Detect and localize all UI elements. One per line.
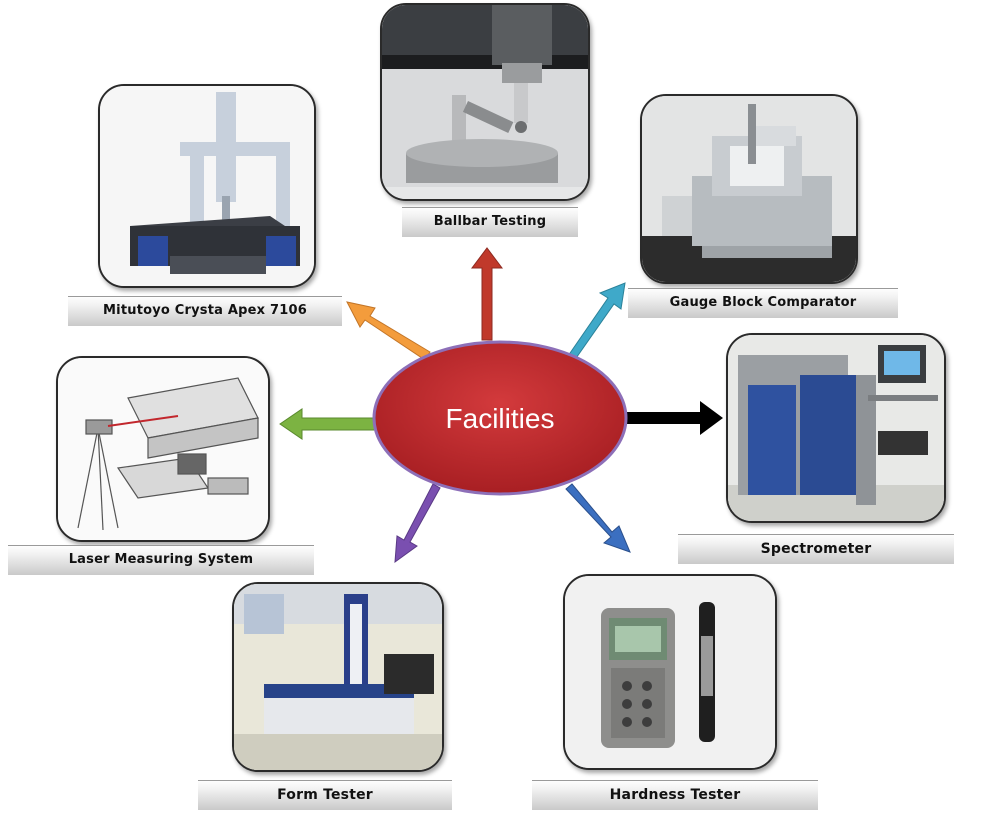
mitutoyo-photo bbox=[98, 84, 316, 288]
cmm-machine-icon bbox=[100, 86, 314, 286]
laser-label: Laser Measuring System bbox=[68, 552, 254, 567]
gauge-caption: Gauge Block Comparator bbox=[628, 288, 898, 318]
center-label: Facilities bbox=[446, 403, 555, 434]
arrow-spectro bbox=[626, 401, 723, 435]
laser-measuring-system-icon bbox=[58, 358, 268, 540]
gauge-block-comparator-icon bbox=[642, 96, 856, 282]
laser-caption: Laser Measuring System bbox=[8, 545, 314, 575]
spectro-caption: Spectrometer bbox=[678, 534, 954, 564]
arrow-form bbox=[394, 483, 441, 564]
spectro-label: Spectrometer bbox=[760, 541, 872, 557]
mitutoyo-caption: Mitutoyo Crysta Apex 7106 bbox=[68, 296, 342, 326]
hardness-tester-icon bbox=[565, 576, 775, 768]
laser-photo bbox=[56, 356, 270, 542]
form-caption: Form Tester bbox=[198, 780, 452, 810]
arrow-gauge bbox=[567, 282, 626, 362]
ballbar-caption: Ballbar Testing bbox=[402, 207, 578, 237]
arrow-laser bbox=[279, 408, 377, 440]
ballbar-photo bbox=[380, 3, 590, 201]
ballbar-label: Ballbar Testing bbox=[433, 214, 547, 229]
gauge-photo bbox=[640, 94, 858, 284]
mitutoyo-label: Mitutoyo Crysta Apex 7106 bbox=[103, 303, 307, 318]
form-photo bbox=[232, 582, 444, 772]
arrow-mitutoyo bbox=[346, 301, 431, 361]
arrow-ballbar bbox=[471, 247, 503, 341]
gauge-label: Gauge Block Comparator bbox=[669, 295, 857, 310]
spectro-photo bbox=[726, 333, 946, 523]
hardness-label: Hardness Tester bbox=[609, 787, 741, 803]
arrow-hardness bbox=[565, 483, 631, 553]
hardness-caption: Hardness Tester bbox=[532, 780, 818, 810]
ballbar-icon bbox=[382, 5, 588, 199]
form-tester-icon bbox=[234, 584, 442, 770]
spectrometer-icon bbox=[728, 335, 944, 521]
hardness-photo bbox=[563, 574, 777, 770]
form-label: Form Tester bbox=[277, 787, 373, 803]
